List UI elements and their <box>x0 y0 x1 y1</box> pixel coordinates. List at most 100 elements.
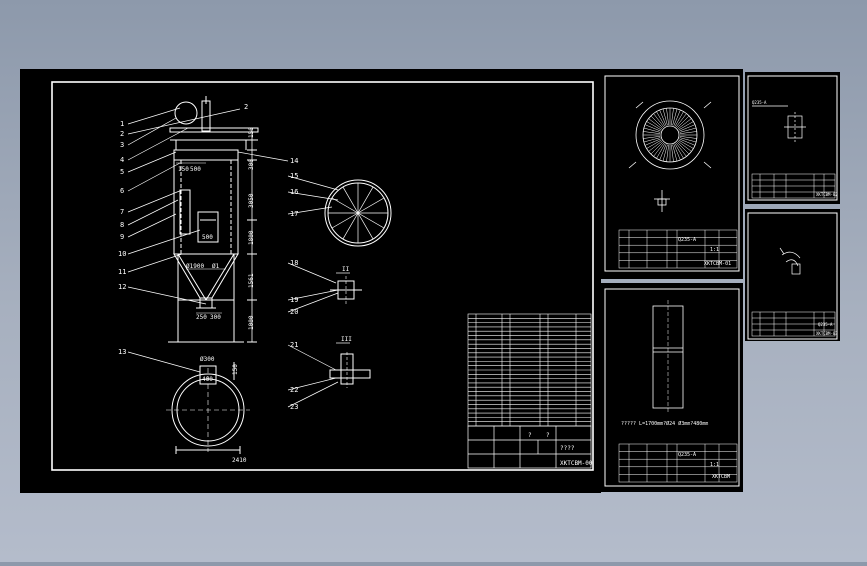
sheet-frame <box>604 288 740 487</box>
radial-bars <box>643 108 697 162</box>
part-number: 13 <box>118 348 126 356</box>
sheet-title-text: Q235-A XKTCBM-02 <box>752 100 838 197</box>
elevation-view <box>168 96 259 343</box>
filter-bag <box>179 189 191 235</box>
title-mark: ? <box>528 432 532 439</box>
part-number: 22 <box>290 386 298 394</box>
part-number: 14 <box>290 157 298 165</box>
sheet-title-table <box>618 443 738 483</box>
sheet-bottom-middle: ????? L=1700mm?Ø24 Ø3mm?480mm Q235-A 1:1… <box>601 283 743 492</box>
dimension-text: 300 <box>248 159 255 170</box>
plan-inlet-pipe <box>199 365 217 385</box>
title-block-text: ???? XKTCBM-00 ? ? <box>528 432 593 467</box>
sheet-top-right: Q235-A XKTCBM-02 <box>745 72 840 204</box>
rod-spec-note: ????? L=1700mm?Ø24 Ø3mm?480mm <box>621 420 708 427</box>
sheet-scale: 1:1 <box>710 462 719 468</box>
part-number: 2 <box>120 130 124 138</box>
dimension-text: 400 <box>202 376 213 383</box>
part-number: 20 <box>290 308 298 316</box>
section-mark: III <box>341 336 352 343</box>
elbow-detail-view <box>779 247 801 275</box>
part-material: Q235-A <box>678 452 696 458</box>
dimension-text: 150 <box>248 127 255 138</box>
top-platform <box>169 127 259 133</box>
detail-view-flange <box>330 272 362 304</box>
grating-circle-outer <box>324 179 392 247</box>
part-number: 9 <box>120 233 124 241</box>
drawing-name: ???? <box>560 445 575 452</box>
sheet-title-text: Q235-A 1:1 XKTCBM-01 <box>678 237 731 267</box>
detail-view-tee <box>329 342 371 388</box>
bracket-detail-view <box>752 105 806 142</box>
sheet-mid-right: Q235-A XKTCBM-03 <box>745 209 840 341</box>
tee-flange <box>329 369 371 379</box>
rod-detail-view <box>652 300 684 414</box>
part-number: 12 <box>118 283 126 291</box>
fan-motor-circle <box>174 101 198 125</box>
dimension-text: 300 <box>210 314 221 321</box>
dimension-text: Ø1900 <box>186 263 204 270</box>
title-mark: ? <box>546 432 550 439</box>
part-number: 16 <box>290 188 298 196</box>
dimension-text: Ø1 <box>212 263 220 270</box>
drawing-code: XKTCBM-00 <box>560 460 593 467</box>
part-number: 23 <box>290 403 298 411</box>
part-number: 19 <box>290 296 298 304</box>
sheet-frame <box>604 75 740 272</box>
part-number: 2 <box>244 103 248 111</box>
grating-spokes <box>328 183 388 243</box>
sheet-code: XKTCBM-02 <box>816 192 838 197</box>
sheet-title-table <box>751 311 836 337</box>
part-number: 10 <box>118 250 126 258</box>
inlet-box <box>197 211 219 243</box>
part-material: Q235-A <box>678 237 696 243</box>
dimension-text: 150 <box>232 364 239 375</box>
sheet-title-table <box>618 229 738 269</box>
dimension-labels: 150 300 3050 1800 1561 1000 150 500 500 … <box>178 127 255 330</box>
sheet-code: XKTCBM-03 <box>816 331 838 336</box>
part-number: 1 <box>120 120 124 128</box>
sheet-title-text: Q235-A 1:1 XKTCBM <box>678 452 730 480</box>
plan-circle-outer <box>171 373 245 447</box>
part-material: Q235-A <box>818 322 833 327</box>
sheet-frame <box>747 75 838 201</box>
radial-grating-view <box>628 100 712 212</box>
part-number: 5 <box>120 168 124 176</box>
dimension-text: 1561 <box>248 273 255 288</box>
note-text: Q235-A <box>752 100 767 105</box>
part-number: 21 <box>290 341 298 349</box>
dimension-text: 3050 <box>248 193 255 208</box>
parts-list-table <box>467 313 592 427</box>
part-number: 6 <box>120 187 124 195</box>
part-number: 11 <box>118 268 126 276</box>
part-leader-lines <box>127 107 339 408</box>
plan-view-dimensions: Ø300 150 400 2410 <box>200 356 247 464</box>
sheet-scale: 1:1 <box>710 247 719 253</box>
part-number: 7 <box>120 208 124 216</box>
main-sheet-background <box>20 69 601 493</box>
sheet-title-text: Q235-A XKTCBM-03 <box>816 322 838 336</box>
dimension-text: 500 <box>202 234 213 241</box>
dimension-text: 250 <box>196 314 207 321</box>
sheet-code: XKTCBM-01 <box>704 261 731 267</box>
title-block <box>467 425 592 469</box>
part-number: 17 <box>290 210 298 218</box>
part-number: 8 <box>120 221 124 229</box>
part-number: 15 <box>290 172 298 180</box>
main-sheet-frame <box>51 81 594 471</box>
sheet-code: XKTCBM <box>712 474 730 480</box>
section-marks: II III <box>341 266 352 343</box>
part-number: 18 <box>290 259 298 267</box>
dimension-text: Ø300 <box>200 356 215 363</box>
dimension-text: 1800 <box>248 230 255 245</box>
part-number-labels: 1 2 3 4 5 6 7 8 9 10 11 12 13 14 15 16 1… <box>118 103 298 411</box>
main-drawing-sheet: 1 2 3 4 5 6 7 8 9 10 11 12 13 14 15 16 1… <box>20 69 601 493</box>
section-mark: II <box>342 266 350 273</box>
plan-view <box>166 362 250 454</box>
part-number: 4 <box>120 156 124 164</box>
sheet-frame <box>747 212 838 340</box>
sheet-top-middle: Q235-A 1:1 XKTCBM-01 <box>601 69 743 279</box>
sheet-title-table <box>751 173 836 199</box>
dimension-text: 1000 <box>248 315 255 330</box>
